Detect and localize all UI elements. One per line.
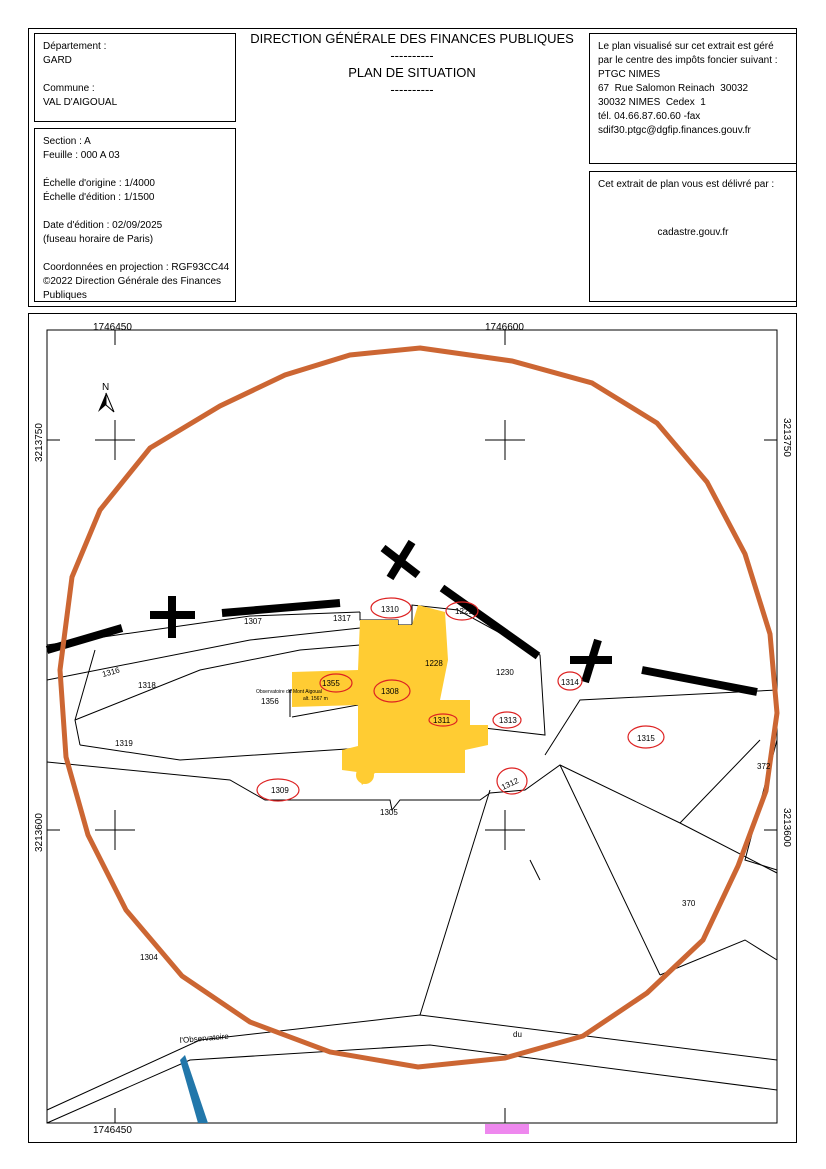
north-arrow: N — [98, 382, 115, 413]
center-name: PTGC NIMES — [598, 69, 661, 80]
org-title: DIRECTION GÉNÉRALE DES FINANCES PUBLIQUE… — [250, 31, 574, 46]
parcel-label: 370 — [682, 899, 696, 908]
x-coord-label: 1746450 — [93, 1125, 132, 1136]
red-annotations — [256, 597, 665, 802]
scale-marker — [485, 1124, 529, 1134]
center-phone: tél. 04.66.87.60.60 -fax — [598, 111, 701, 122]
parcel-label: 1317 — [333, 614, 351, 623]
parcel-label: 1313 — [499, 716, 517, 725]
observatory-label: Observatoire du Mont Aigoual — [256, 689, 322, 695]
y-coord-label: 3213750 — [781, 418, 792, 457]
parcel-label: 1314 — [561, 678, 579, 687]
x-coord-label: 1746600 — [485, 322, 524, 333]
parcel-label: 1228 — [425, 659, 443, 668]
parcel-label: 1304 — [140, 953, 158, 962]
parcel-label: 1319 — [115, 739, 133, 748]
parcel-label: 1229 — [455, 607, 473, 616]
plan-title: PLAN DE SITUATION — [348, 65, 476, 80]
parcel-label: 1316 — [101, 665, 121, 678]
separator: ---------- — [390, 82, 434, 97]
building-highlight — [292, 605, 488, 785]
parcel-label: 1318 — [138, 681, 156, 690]
parcel-label: 1307 — [244, 617, 262, 626]
header-frame — [28, 28, 797, 307]
commune-info-box: Département : GARD Commune : VAL D'AIGOU… — [34, 33, 236, 122]
parcel-label: 1309 — [271, 786, 289, 795]
parcel-label: 1305 — [380, 808, 398, 817]
tower-highlight — [356, 766, 374, 784]
department-value: GARD — [43, 55, 72, 66]
parcel-label: 372 — [757, 762, 771, 771]
grid-crosses — [47, 330, 777, 1123]
projection: Coordonnées en projection : RGF93CC44 — [43, 262, 230, 273]
delivered-by-label: Cet extrait de plan vous est délivré par… — [598, 179, 775, 190]
y-coord-label: 3213600 — [781, 808, 792, 847]
center-address: 67 Rue Salomon Reinach 30032 — [598, 83, 749, 94]
y-coord-label: 3213750 — [34, 423, 45, 462]
parcel-label: 1230 — [496, 668, 514, 677]
section: Section : A — [43, 136, 91, 147]
center-text: par le centre des impôts foncier suivant… — [598, 55, 778, 66]
parcel-label: 1315 — [637, 734, 655, 743]
situation-circle — [57, 345, 780, 1070]
road-label: l'Observatoire — [179, 1032, 229, 1045]
scale-edition: Échelle d'édition : 1/1500 — [43, 192, 155, 203]
altitude-label: alt. 1567 m — [303, 696, 328, 702]
document-title: DIRECTION GÉNÉRALE DES FINANCES PUBLIQUE… — [236, 30, 588, 98]
delivered-by-box: Cet extrait de plan vous est délivré par… — [589, 171, 797, 302]
center-email[interactable]: sdif30.ptgc@dgfip.finances.gouv.fr — [598, 125, 751, 136]
department-label: Département : — [43, 41, 107, 52]
x-coord-label: 1746450 — [93, 322, 132, 333]
center-city: 30032 NIMES Cedex 1 — [598, 97, 706, 108]
scale-origin: Échelle d'origine : 1/4000 — [43, 178, 155, 189]
parcel-label: 1311 — [433, 716, 451, 725]
edition-date: Date d'édition : 02/09/2025 — [43, 220, 163, 231]
y-coord-label: 3213600 — [34, 813, 45, 852]
parcel-label: 1310 — [381, 605, 399, 614]
copyright-2: Publiques — [43, 290, 87, 301]
parcel-label: 1355 — [322, 679, 340, 688]
plan-details-box: Section : A Feuille : 000 A 03 Échelle d… — [34, 128, 236, 302]
parcel-labels: 1307 1317 1310 1229 1228 1230 1314 1316 … — [101, 605, 771, 1045]
delivered-by-site[interactable]: cadastre.gouv.fr — [657, 227, 729, 238]
copyright: ©2022 Direction Générale des Finances — [43, 276, 222, 287]
separator: ---------- — [390, 48, 434, 63]
feuille: Feuille : 000 A 03 — [43, 150, 120, 161]
commune-label: Commune : — [43, 83, 95, 94]
center-text: Le plan visualisé sur cet extrait est gé… — [598, 41, 774, 52]
road-label: du — [513, 1030, 522, 1039]
parcel-label: 1356 — [261, 697, 279, 706]
north-icon: N — [102, 382, 109, 393]
parcel-label: 1312 — [500, 776, 520, 792]
tax-center-box: Le plan visualisé sur cet extrait est gé… — [589, 33, 797, 164]
cross-markers — [45, 539, 758, 696]
timezone: (fuseau horaire de Paris) — [43, 234, 154, 245]
parcel-label: 1308 — [381, 687, 399, 696]
stream — [180, 1055, 208, 1123]
map-frame — [28, 313, 797, 1143]
commune-value: VAL D'AIGOUAL — [43, 97, 118, 108]
